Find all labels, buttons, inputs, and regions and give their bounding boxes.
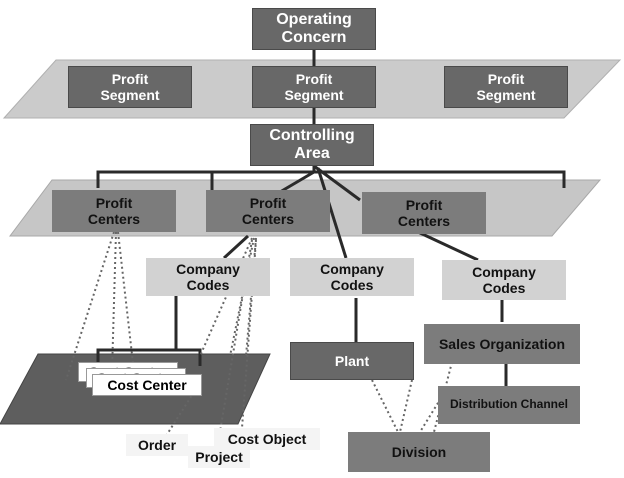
cost-object-label: Cost Object xyxy=(214,428,320,450)
profit-centers-box-2: Profit Centers xyxy=(206,190,330,232)
profit-segment-box-1: Profit Segment xyxy=(68,66,192,108)
profit-centers-box-3: Profit Centers xyxy=(362,192,486,234)
cost-center-card-front: Cost Center xyxy=(92,374,202,396)
operating-concern-box: Operating Concern xyxy=(252,8,376,50)
division-box: Division xyxy=(348,432,490,472)
solid-connectors xyxy=(96,50,566,386)
profit-centers-box-1: Profit Centers xyxy=(52,190,176,232)
distribution-channel-box: Distribution Channel xyxy=(438,386,580,424)
order-label: Order xyxy=(126,434,188,456)
plant-box: Plant xyxy=(290,342,414,380)
controlling-area-box: Controlling Area xyxy=(250,124,374,166)
profit-segment-box-2: Profit Segment xyxy=(252,66,376,108)
company-codes-box-1: Company Codes xyxy=(146,258,270,296)
project-label: Project xyxy=(188,446,250,468)
profit-segment-box-3: Profit Segment xyxy=(444,66,568,108)
company-codes-box-3: Company Codes xyxy=(442,260,566,300)
sales-organization-box: Sales Organization xyxy=(424,324,580,364)
company-codes-box-2: Company Codes xyxy=(290,258,414,296)
